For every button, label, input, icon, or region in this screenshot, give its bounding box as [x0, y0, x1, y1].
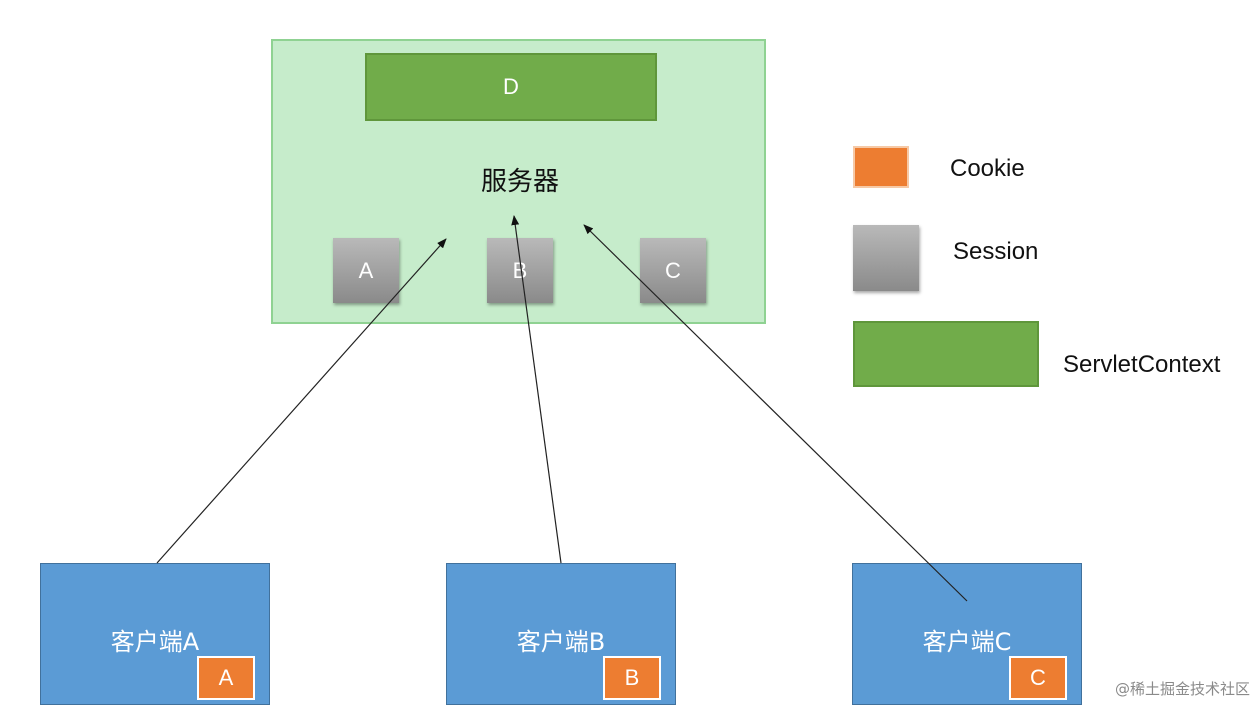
- arrow-client-c: [583, 224, 968, 602]
- session-c-label: C: [665, 257, 681, 283]
- client-a: 客户端A A: [40, 563, 270, 705]
- session-b-label: B: [512, 257, 528, 283]
- arrow-client-a: [156, 238, 447, 564]
- servlet-context-box: D: [365, 53, 657, 121]
- client-b-label: 客户端B: [516, 628, 606, 656]
- session-b: B: [487, 238, 553, 303]
- servlet-context-label: D: [503, 74, 519, 99]
- cookie-b: B: [603, 656, 661, 700]
- cookie-a-label: A: [218, 665, 234, 690]
- cookie-c-label: C: [1030, 665, 1046, 690]
- session-a: A: [333, 238, 399, 303]
- legend-session-label: Session: [953, 238, 1039, 265]
- legend-session-swatch: [853, 225, 919, 291]
- cookie-c: C: [1009, 656, 1067, 700]
- client-a-label: 客户端A: [110, 628, 200, 656]
- legend-cookie-swatch: [853, 146, 909, 188]
- legend-context-swatch: [853, 321, 1039, 387]
- arrow-client-b: [511, 215, 562, 564]
- legend-context-label: ServletContext: [1063, 351, 1221, 378]
- legend-cookie-label: Cookie: [950, 155, 1025, 182]
- cookie-a: A: [197, 656, 255, 700]
- session-c: C: [640, 238, 706, 303]
- client-b: 客户端B B: [446, 563, 676, 705]
- cookie-b-label: B: [624, 665, 640, 690]
- watermark: @稀土掘金技术社区: [1114, 680, 1250, 698]
- client-c-label: 客户端C: [922, 628, 1012, 656]
- server-label: 服务器: [480, 167, 559, 197]
- client-c: 客户端C C: [852, 563, 1082, 705]
- session-a-label: A: [358, 257, 374, 283]
